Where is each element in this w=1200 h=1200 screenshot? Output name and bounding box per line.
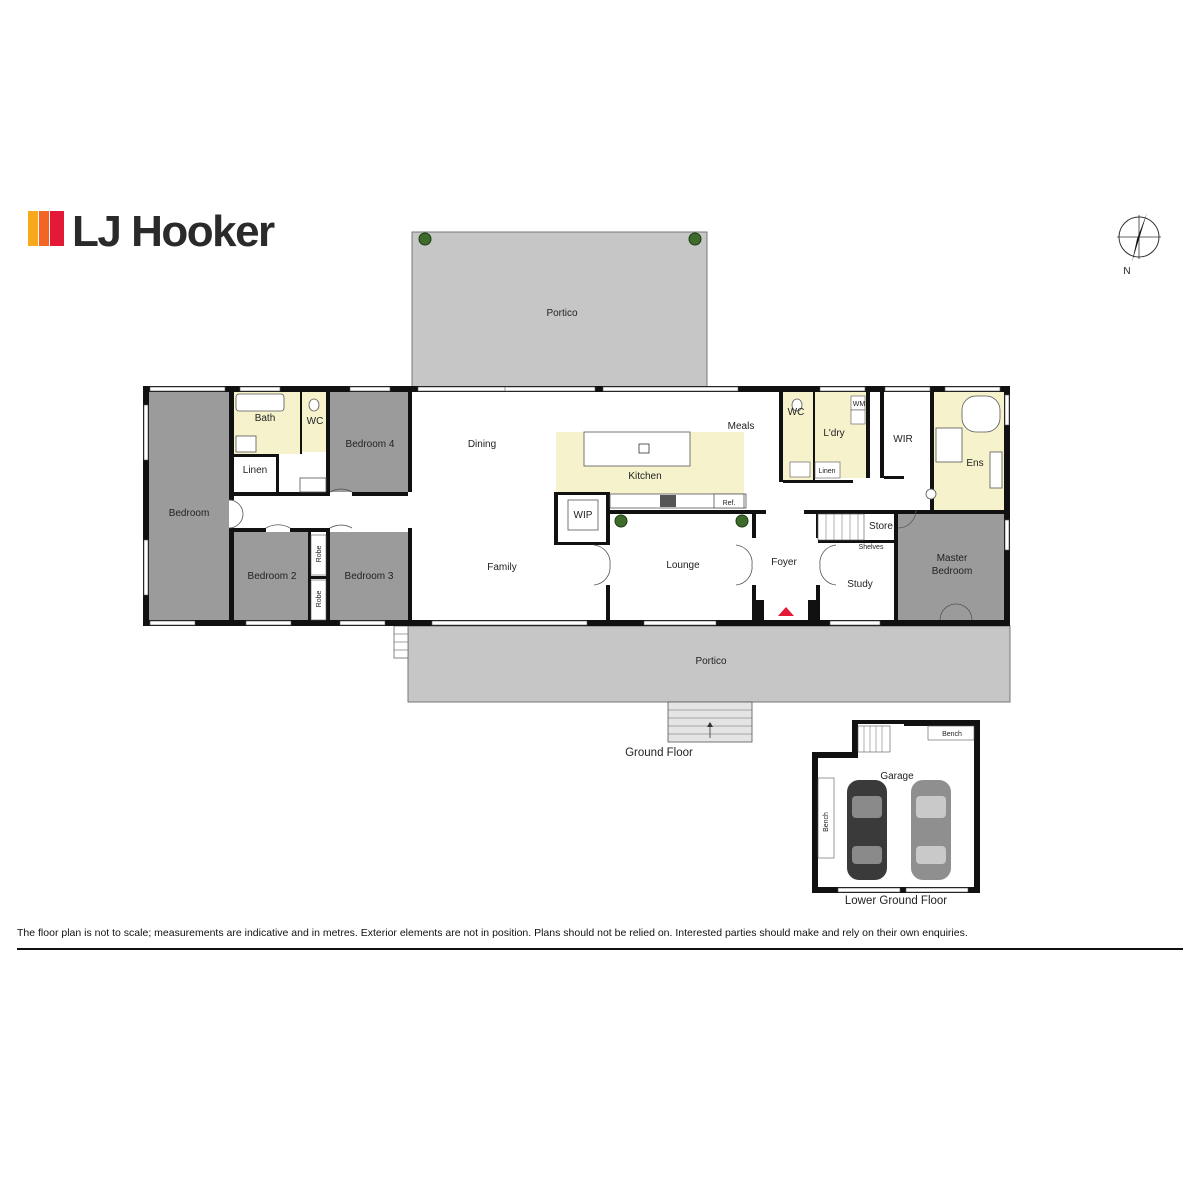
front-steps [667,701,753,743]
floor-label-ground: Ground Floor [625,747,693,759]
room-label-rear-portico: Portico [546,308,578,319]
bedroom2-area [234,532,308,620]
room-label-meals: Meals [728,421,755,432]
room-label-study: Study [847,579,873,590]
tree-icon [418,232,432,246]
laundry-tub-icon [850,409,866,425]
room-label-master-line1: Master [937,553,968,564]
door-swing [819,544,837,566]
door-swing [735,544,753,566]
door-swing [939,603,957,621]
room-label-kitchen: Kitchen [628,471,661,482]
brand-logo: LJ Hooker [28,207,277,256]
sink-icon [638,443,650,454]
room-label-bedroom4: Bedroom 4 [346,439,395,450]
logo-stripe-red [50,211,64,246]
door-swing [735,564,753,586]
bench-top [927,725,975,741]
disclaimer-text: The floor plan is not to scale; measurem… [17,927,968,939]
room-label-family: Family [487,562,516,573]
entry-arrow-icon [778,607,794,616]
floor-label-lower: Lower Ground Floor [845,895,947,907]
tree-icon [688,232,702,246]
brand-name: LJ Hooker [72,207,275,256]
basin-icon [299,477,327,493]
room-label-ens: Ens [966,458,983,469]
kitchen-bench [609,493,747,509]
cooktop-icon [660,495,676,507]
bench-side [817,777,835,859]
room-label-bench-top: Bench [942,731,962,738]
compass-north-label: N [1123,266,1130,277]
room-label-bedroom: Bedroom [169,508,210,519]
master-bedroom-area [898,514,1004,620]
internal-stairs [817,513,865,541]
divider-rule [17,948,1183,950]
front-portico [407,625,1011,703]
room-label-shelves: Shelves [859,544,884,551]
robe-a [310,534,327,576]
car-icon [847,780,887,880]
room-label-wc-right: WC [788,407,805,418]
door-swing [897,509,917,529]
bedroom4-area [330,392,408,492]
fridge-icon [713,493,745,509]
room-label-wc-left: WC [307,416,324,427]
logo-stripe-orange [39,211,49,246]
door-swing [329,524,353,529]
door-swing [265,524,291,529]
bathtub-icon [235,393,285,412]
linen-cupboard [814,461,841,479]
room-label-lounge: Lounge [666,560,700,571]
room-label-garage: Garage [880,771,914,782]
room-label-bench-side: Bench [823,812,830,832]
door-swing [593,544,611,566]
room-label-master-line2: Bedroom [932,566,973,577]
door-swing [228,499,244,529]
wc-basin-icon [789,461,811,478]
room-label-wip: WIP [574,510,593,521]
room-label-front-portico: Portico [695,656,727,667]
room-label-robe-b: Robe [316,591,323,608]
door-swing [955,603,973,621]
toilet-icon [791,398,803,412]
room-label-linen-right: Linen [818,468,835,475]
room-label-foyer: Foyer [771,557,797,568]
toilet-icon [925,488,937,500]
room-label-linen-left: Linen [243,465,267,476]
room-label-bedroom3: Bedroom 3 [345,571,394,582]
room-label-bath: Bath [255,413,276,424]
vanity-icon [235,435,257,453]
toilet-icon [308,398,320,412]
bedroom3-area [330,532,408,620]
room-label-wm: WM [853,401,866,408]
bedroom-area [149,392,229,620]
room-label-store: Store [869,521,893,532]
door-swing [593,564,611,586]
plant-icon [735,514,749,528]
plant-icon [614,514,628,528]
room-label-ldry: L'dry [823,428,844,439]
room-label-robe-a: Robe [316,546,323,563]
room-label-ref: Ref. [723,500,736,507]
door-swing [819,564,837,586]
compass-icon: N [1117,213,1161,277]
room-label-dining: Dining [468,439,496,450]
room-label-wir: WIR [893,434,912,445]
logo-stripe-yellow [28,211,38,246]
vanity-icon [989,451,1003,489]
room-label-bedroom2: Bedroom 2 [248,571,297,582]
car-icon [911,780,951,880]
garage-plan: Garage Bench Bench [812,720,980,893]
kitchen-island [583,431,691,467]
rear-portico [411,231,708,388]
door-swing [329,488,353,493]
wip-shelf [567,499,599,531]
shower-icon [935,427,963,463]
robe-b [310,579,327,621]
bathtub-icon [961,395,1001,433]
